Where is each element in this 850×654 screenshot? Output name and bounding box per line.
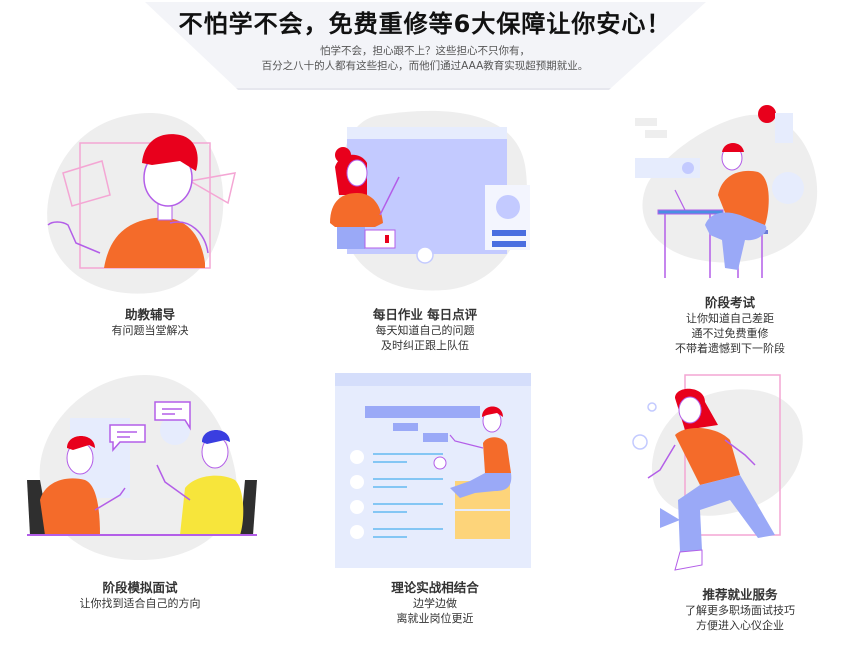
banner-trapezoid-shape (145, 2, 706, 90)
page-title: 不怕学不会，免费重修等6大保障让你安心！ (178, 10, 672, 38)
feature-line: 通不过免费重修 (691, 327, 769, 340)
feature-card-stage-exam: 阶段考试 让你知道自己差距 通不过免费重修 不带着遗憾到下一阶段 (590, 95, 850, 365)
woman-walking-out-of-door-illustration (632, 374, 803, 571)
teacher-at-board-illustration (330, 110, 530, 291)
subtitle-line-2: 百分之八十的人都有这些担心，而他们通过AAA教育实现超预期就业。 (261, 60, 589, 72)
person-on-boxes-with-list-illustration (335, 373, 531, 568)
feature-card-tutoring: 助教辅导 有问题当堂解决 (0, 95, 260, 355)
feature-line: 离就业岗位更近 (396, 612, 474, 625)
feature-caption: 阶段模拟面试 让你找到适合自己的方向 (30, 580, 250, 611)
feature-caption: 助教辅导 有问题当堂解决 (40, 307, 260, 338)
feature-caption: 每日作业 每日点评 每天知道自己的问题 及时纠正跟上队伍 (315, 307, 535, 353)
feature-line: 边学边做 (413, 597, 457, 610)
feature-caption: 推荐就业服务 了解更多职场面试技巧 方便进入心仪企业 (630, 587, 850, 633)
tutor-waving-illustration (47, 112, 236, 294)
feature-card-job-recommendation: 推荐就业服务 了解更多职场面试技巧 方便进入心仪企业 (590, 365, 850, 640)
feature-title: 助教辅导 (124, 307, 175, 322)
feature-title: 每日作业 每日点评 (372, 307, 478, 322)
feature-line: 让你找到适合自己的方向 (79, 597, 201, 610)
feature-card-theory-practice: 理论实战相结合 边学边做 离就业岗位更近 (320, 365, 580, 630)
feature-line: 不带着遗憾到下一阶段 (675, 342, 785, 355)
feature-card-daily-homework: 每日作业 每日点评 每天知道自己的问题 及时纠正跟上队伍 (295, 95, 555, 355)
two-people-talking-illustration (27, 375, 257, 560)
feature-caption: 阶段考试 让你知道自己差距 通不过免费重修 不带着遗憾到下一阶段 (620, 295, 840, 356)
feature-line: 方便进入心仪企业 (696, 619, 784, 632)
feature-line: 让你知道自己差距 (686, 312, 774, 325)
header-banner: 不怕学不会，免费重修等6大保障让你安心！ 怕学不会，担心跟不上？这些担心不只你有… (0, 0, 850, 92)
student-at-laptop-illustration (635, 105, 818, 278)
feature-caption: 理论实战相结合 边学边做 离就业岗位更近 (325, 580, 545, 626)
feature-card-mock-interview: 阶段模拟面试 让你找到适合自己的方向 (0, 365, 260, 625)
feature-line: 每天知道自己的问题 (375, 324, 475, 337)
feature-title: 阶段考试 (704, 295, 755, 310)
feature-title: 阶段模拟面试 (102, 580, 178, 595)
feature-title: 推荐就业服务 (702, 587, 778, 602)
feature-line: 了解更多职场面试技巧 (685, 604, 795, 617)
subtitle-line-1: 怕学不会，担心跟不上？这些担心不只你有， (320, 45, 530, 57)
feature-line: 及时纠正跟上队伍 (381, 339, 469, 352)
feature-line: 有问题当堂解决 (111, 324, 189, 337)
feature-title: 理论实战相结合 (391, 580, 479, 595)
